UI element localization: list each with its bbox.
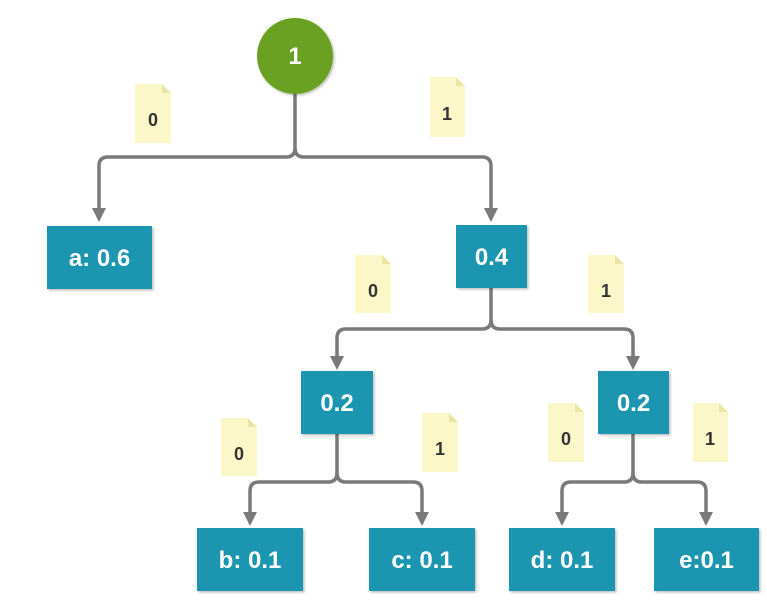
root-node-label: 1 (288, 43, 301, 70)
nodes: 1 a: 0.6 0.4 0.2 0.2 b: 0.1 c: 0.1 (47, 18, 759, 591)
edge-label-text: 1 (601, 281, 611, 301)
node-d-label: d: 0.1 (531, 547, 594, 574)
edge-label-right-e: 1 (693, 403, 728, 462)
edge-label-text: 1 (442, 104, 452, 124)
node-b: b: 0.1 (197, 528, 303, 591)
edge-label-text: 0 (561, 429, 571, 449)
edge-label-root-0.4: 1 (430, 77, 465, 137)
node-c-label: c: 0.1 (391, 547, 452, 574)
edge-labels: 0 1 0 1 0 1 0 (135, 77, 728, 476)
arrowhead-a (92, 208, 106, 222)
arrowhead-left-0.2 (330, 356, 344, 370)
edge-label-text: 0 (234, 444, 244, 464)
edge-root-to-a (97, 93, 297, 212)
edge-label-text: 0 (368, 281, 378, 301)
arrowhead-d (555, 512, 569, 526)
node-c: c: 0.1 (369, 528, 475, 591)
node-d: d: 0.1 (509, 528, 615, 591)
edge-right-0.2-to-e (631, 471, 708, 516)
edge-0.4-to-right-0.2 (489, 318, 635, 360)
edge-label-text: 0 (148, 110, 158, 130)
node-a-label: a: 0.6 (69, 245, 130, 272)
node-0.4: 0.4 (456, 225, 527, 288)
arrowhead-right-0.2 (626, 356, 640, 370)
node-a: a: 0.6 (47, 226, 152, 289)
root-node: 1 (257, 18, 333, 94)
arrowhead-b (243, 512, 257, 526)
arrowhead-c (415, 512, 429, 526)
edge-label-left-c: 1 (422, 413, 458, 472)
node-left-0.2-label: 0.2 (320, 390, 353, 417)
node-right-0.2: 0.2 (598, 371, 669, 434)
node-b-label: b: 0.1 (219, 547, 282, 574)
arrowhead-e (699, 512, 713, 526)
edge-label-0.4-right: 1 (588, 255, 624, 313)
edge-left-0.2-to-c (335, 471, 424, 516)
node-right-0.2-label: 0.2 (617, 390, 650, 417)
edge-left-0.2-to-b (248, 432, 339, 516)
edge-label-0.4-left: 0 (355, 255, 391, 313)
edge-label-left-b: 0 (221, 418, 257, 476)
edge-label-root-a: 0 (135, 84, 171, 143)
edges (97, 93, 708, 516)
edge-label-right-d: 0 (548, 403, 584, 462)
edge-root-to-0.4 (293, 146, 493, 212)
arrowheads (92, 208, 713, 526)
node-e-label: e:0.1 (679, 547, 734, 574)
edge-label-text: 1 (705, 429, 715, 449)
node-0.4-label: 0.4 (475, 244, 509, 271)
edge-label-text: 1 (435, 439, 445, 459)
node-left-0.2: 0.2 (301, 371, 373, 434)
arrowhead-0.4 (484, 208, 498, 222)
node-e: e:0.1 (654, 528, 759, 591)
